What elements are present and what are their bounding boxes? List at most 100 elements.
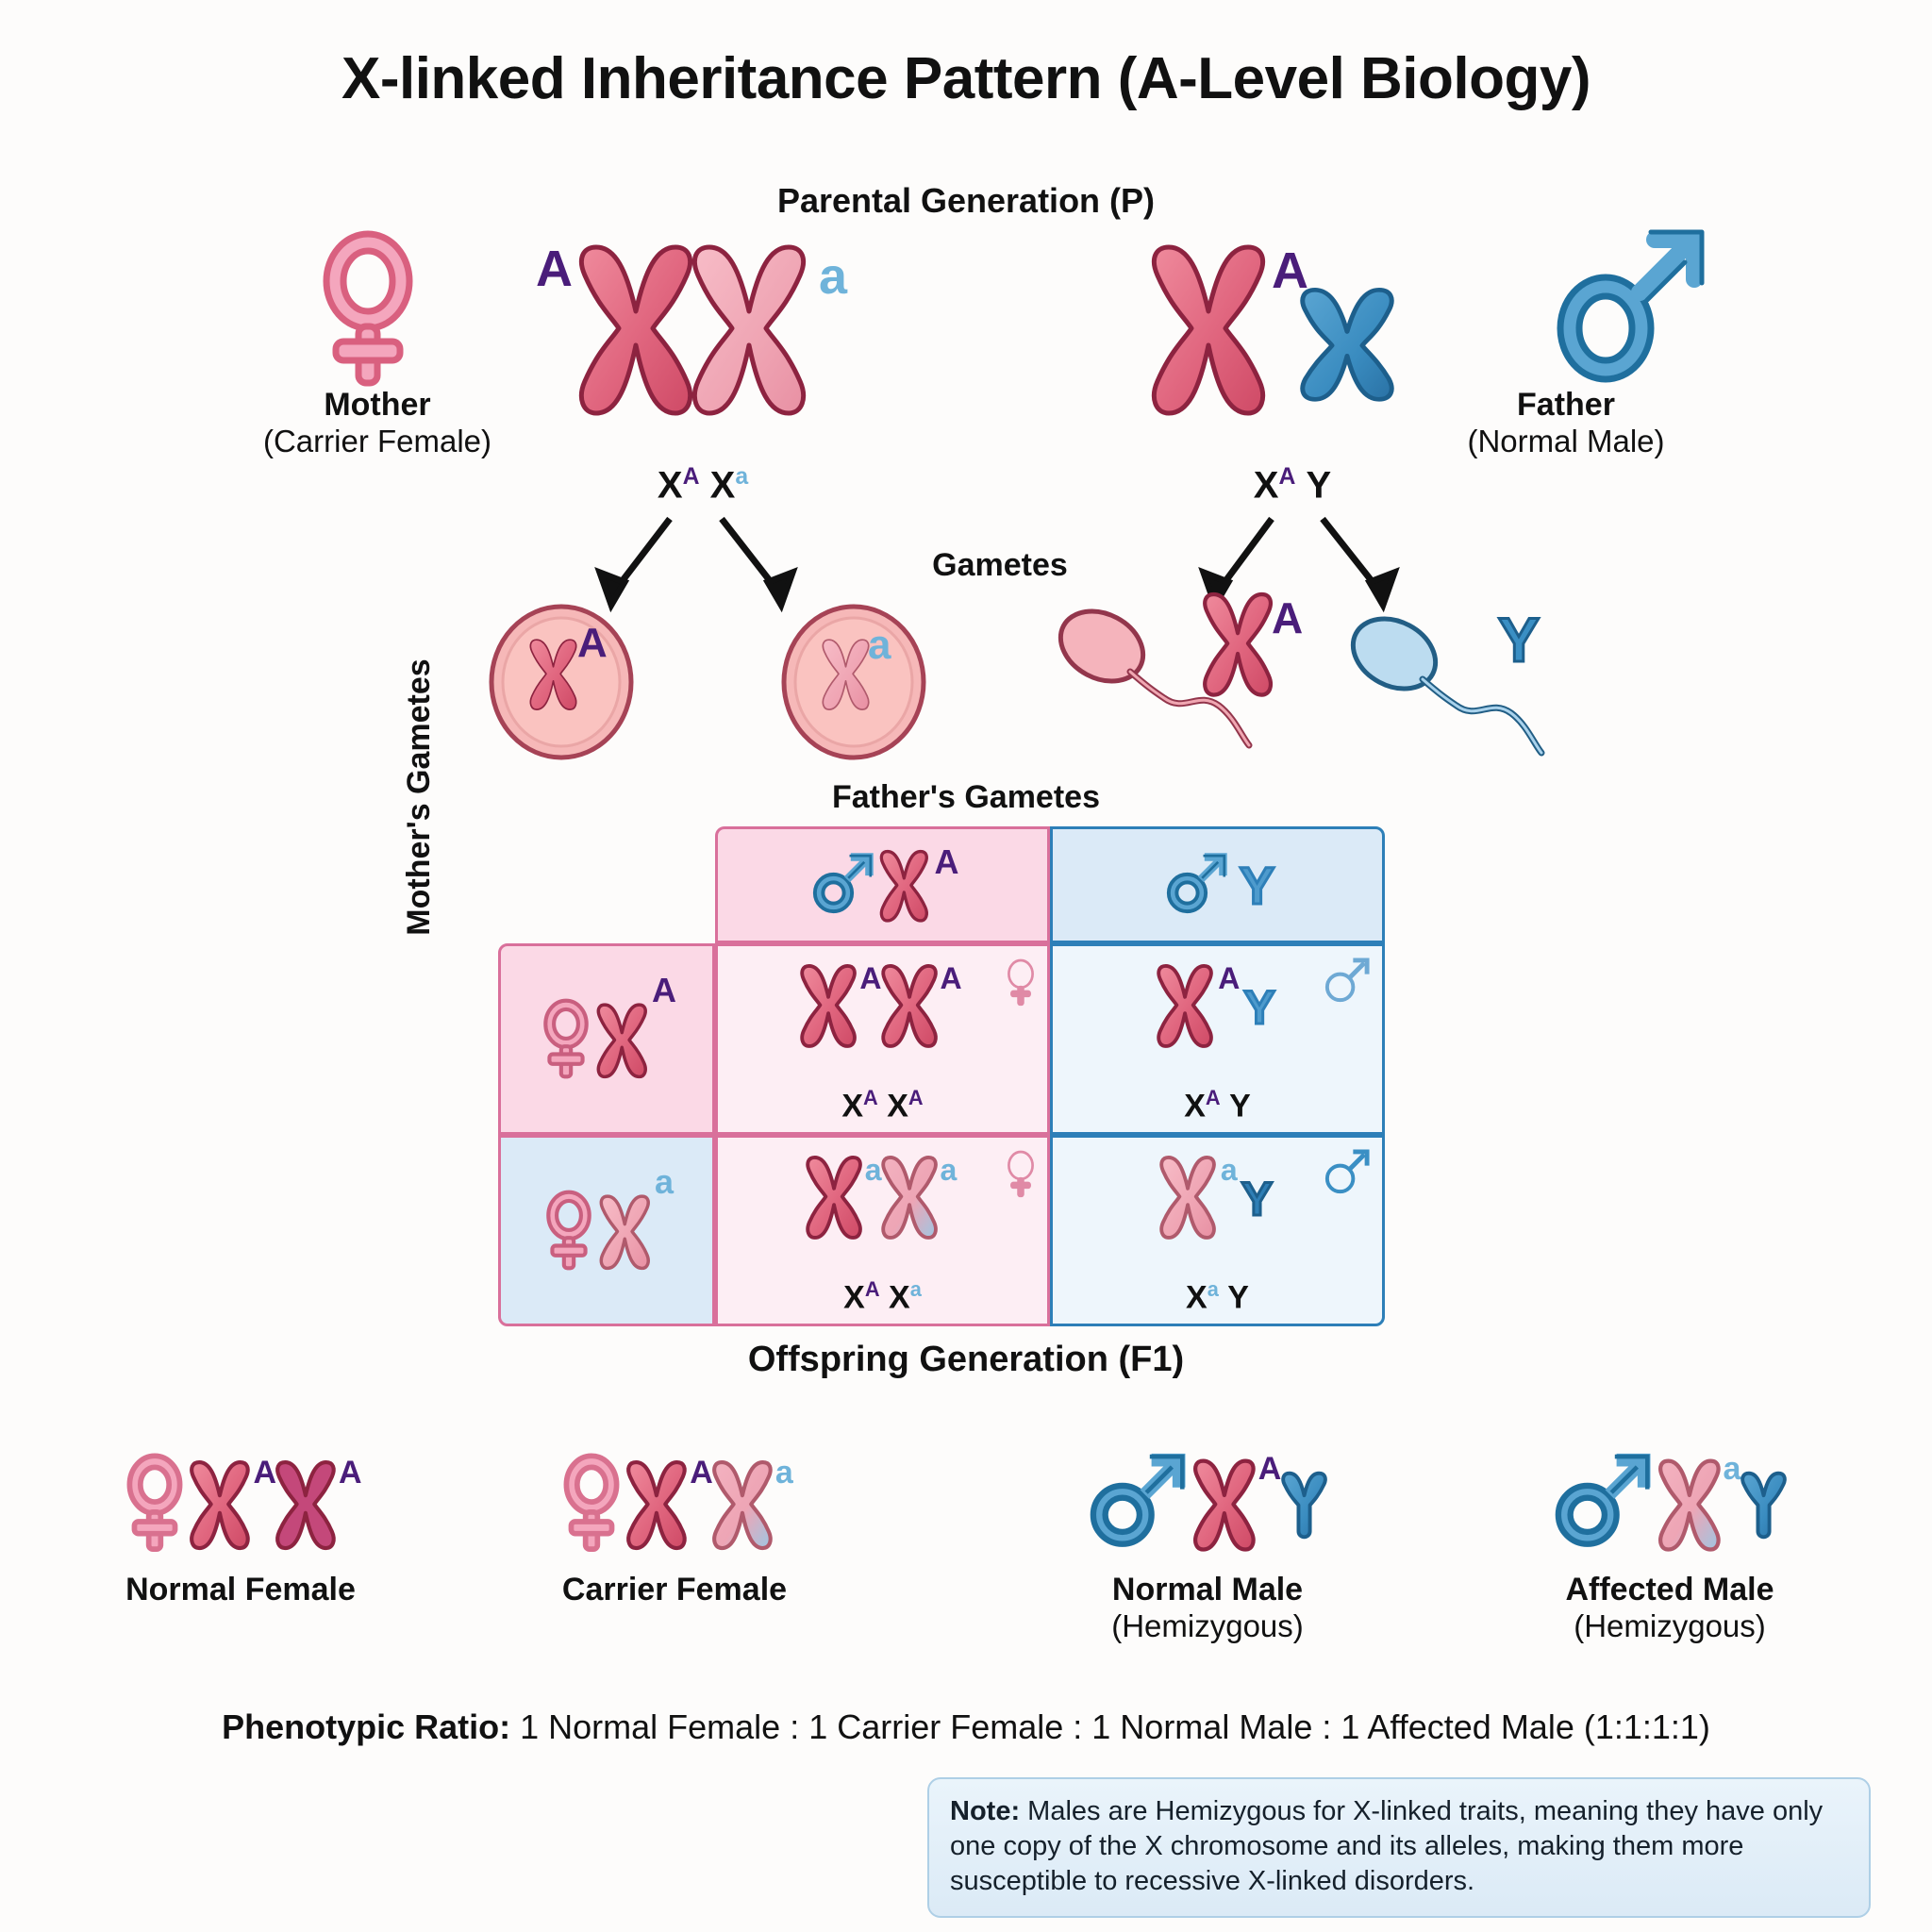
chromosome-x-affected-icon (1657, 1458, 1721, 1552)
sperm-Y-chromosome: Y (1496, 604, 1541, 676)
legend-normal-female-label: Normal Female (125, 1572, 356, 1607)
female-symbol-icon (126, 1453, 183, 1552)
mother-label: Mother (324, 387, 431, 423)
father-geno-x1: X (1253, 464, 1279, 507)
male-symbol-icon (1320, 1147, 1373, 1198)
male-symbol-icon (812, 853, 874, 914)
father-genotype: XA Y (1160, 464, 1424, 507)
legend-carrier-female-allele-2: a (774, 1455, 793, 1491)
offspring-legend: A A Normal Female (0, 1441, 1932, 1649)
chromosome-x-carrier-icon (711, 1460, 773, 1551)
fathers-gametes-title: Father's Gametes (832, 779, 1100, 815)
ovum-XA-allele: A (577, 620, 608, 666)
phenotypic-ratio-prefix: Phenotypic Ratio: (222, 1707, 511, 1746)
offspring-generation-title: Offspring Generation (F1) (747, 1340, 1185, 1379)
father-geno-sup1: A (1278, 464, 1296, 490)
note-box: Note: Males are Hemizygous for X-linked … (927, 1777, 1871, 1919)
punnett-cell-2-2-allele-1: a (1220, 1153, 1238, 1187)
legend-carrier-female-allele-1: A (690, 1455, 713, 1491)
father-chromosome-x (1146, 238, 1278, 426)
geno-x2: X (889, 1279, 910, 1315)
mother-allele-A: A (536, 241, 573, 297)
legend-item-carrier-female: A a Carrier Female (467, 1441, 882, 1608)
geno-y: Y (1229, 1088, 1251, 1124)
note-prefix: Note: (950, 1796, 1021, 1826)
punnett-cell-1-1: A A XA XA (715, 943, 1050, 1135)
sperm-XA-allele: A (1272, 593, 1304, 642)
father-gamete-arrows (1198, 516, 1400, 613)
mother-geno-x2: X (709, 464, 736, 507)
geno-y: Y (1227, 1279, 1249, 1315)
male-symbol-icon (1166, 853, 1227, 914)
chromosome-x-icon (800, 963, 858, 1048)
phenotypic-ratio-text: 1 Normal Female : 1 Carrier Female : 1 N… (510, 1707, 1710, 1746)
father-label: Father (1517, 387, 1615, 423)
punnett-col-header-Y-chromosome: Y (1238, 854, 1275, 916)
punnett-row-header-XA: A (498, 943, 715, 1135)
gametes-label: Gametes (932, 547, 1068, 583)
legend-normal-male-sublabel: (Hemizygous) (1111, 1608, 1304, 1644)
legend-normal-male-allele: A (1257, 1451, 1282, 1487)
female-symbol-icon (1004, 1147, 1038, 1202)
father-allele-A: A (1272, 242, 1308, 299)
female-symbol-icon (543, 998, 589, 1078)
geno-sup1: a (1207, 1276, 1219, 1301)
chromosome-x-icon (596, 1002, 647, 1078)
mother-geno-x1: X (657, 464, 683, 507)
punnett-cell-1-1-allele-1: A (859, 961, 882, 995)
punnett-cell-1-2-genotype: XA Y (1053, 1086, 1382, 1124)
phenotypic-ratio-line: Phenotypic Ratio: 1 Normal Female : 1 Ca… (0, 1707, 1932, 1747)
punnett-cell-2-1: a a XA Xa (715, 1135, 1050, 1326)
punnett-square: A Y (498, 826, 1385, 1326)
legend-item-affected-male: a Affected Male (Hemizygous) (1462, 1441, 1877, 1644)
punnett-col-header-Y: Y (1050, 826, 1385, 943)
punnett-row-header-Xa-allele: a (654, 1162, 675, 1201)
mother-chromosome-pair (575, 238, 811, 426)
chromosome-x-icon (599, 1193, 650, 1270)
punnett-cell-2-1-allele-2: a (940, 1153, 958, 1187)
sperm-XA (1047, 604, 1292, 755)
chromosome-x-icon (275, 1460, 336, 1551)
legend-affected-male-label: Affected Male (1565, 1572, 1774, 1607)
female-symbol-icon (546, 1190, 591, 1270)
mother-sublabel: (Carrier Female) (262, 424, 492, 459)
female-symbol-icon (563, 1453, 620, 1552)
punnett-cell-2-1-allele-1: a (864, 1153, 882, 1187)
legend-normal-male-label: Normal Male (1111, 1572, 1304, 1607)
chromosome-x-affected-icon (1159, 1155, 1216, 1240)
ovum-XA (476, 602, 646, 762)
male-symbol-icon (1320, 956, 1373, 1007)
chromosome-y-icon (1740, 1471, 1788, 1540)
geno-sup2: a (909, 1276, 922, 1301)
mother-gamete-arrows (594, 516, 798, 613)
father-symbol (1538, 225, 1717, 394)
chromosome-x-icon (1192, 1458, 1256, 1552)
chromosome-x-icon (879, 849, 928, 923)
mother-allele-a: a (819, 248, 848, 305)
chromosome-x-icon (190, 1460, 251, 1551)
geno-sup2: A (908, 1085, 924, 1109)
punnett-cell-1-2-chromosome-y: Y (1242, 980, 1276, 1036)
mother-genotype: XA Xa (566, 464, 840, 507)
mother-symbol (311, 225, 425, 394)
sperm-Y (1340, 611, 1585, 762)
father-caption: Father (Normal Male) (1415, 387, 1717, 459)
chromosome-x-icon (626, 1460, 687, 1551)
punnett-row-header-Xa: a (498, 1135, 715, 1326)
geno-x1: X (841, 1088, 864, 1124)
geno-sup1: A (1205, 1085, 1221, 1109)
legend-normal-female-allele-2: A (339, 1455, 362, 1491)
geno-sup1: A (864, 1276, 880, 1301)
ovum-Xa-allele: a (868, 622, 891, 668)
female-symbol-icon (1004, 956, 1038, 1010)
geno-x1: X (1186, 1279, 1208, 1315)
punnett-cell-1-1-genotype: XA XA (718, 1086, 1047, 1124)
punnett-cell-2-2-genotype: Xa Y (1053, 1277, 1382, 1316)
male-symbol-icon (1555, 1453, 1651, 1547)
page-title: X-linked Inheritance Pattern (A-Level Bi… (341, 46, 1591, 111)
legend-affected-male-allele: a (1723, 1451, 1741, 1487)
geno-sup1: A (863, 1085, 878, 1109)
mother-caption: Mother (Carrier Female) (236, 387, 519, 459)
legend-item-normal-male: A Normal Male (Hemizygous) (1000, 1441, 1415, 1644)
punnett-cell-2-2-chromosome-y: Y (1240, 1172, 1274, 1227)
